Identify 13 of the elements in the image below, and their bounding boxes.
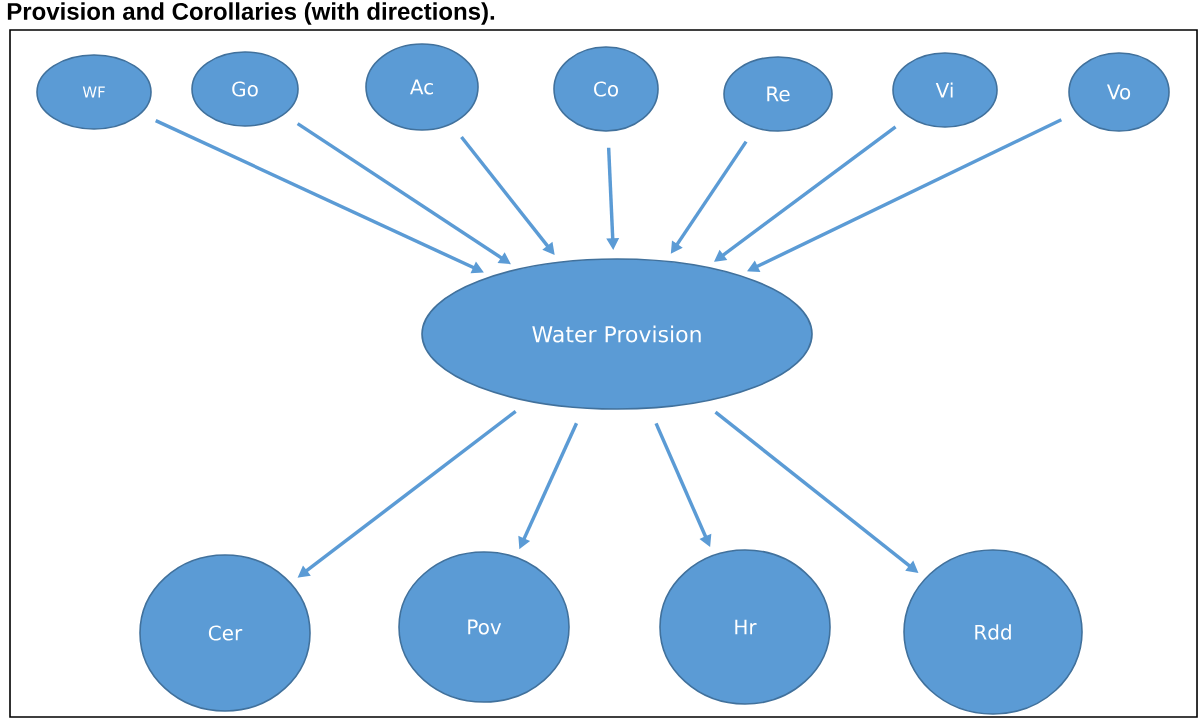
ellipse-node: Hr	[659, 549, 831, 705]
ellipse-node: Vo	[1068, 52, 1170, 132]
ellipse-node: Co	[553, 46, 659, 132]
ellipse-node: Cer	[139, 554, 311, 712]
ellipse-node: Rdd	[903, 549, 1083, 715]
ellipse-node: Re	[723, 56, 833, 132]
ellipse-node: Pov	[398, 551, 570, 703]
ellipse-node: Vi	[892, 52, 998, 128]
ellipse-node: Ac	[365, 43, 479, 131]
ellipse-node: Water Provision	[421, 258, 813, 410]
title: Provision and Corollaries (with directions).	[7, 2, 495, 25]
ellipse-node: Go	[191, 51, 299, 127]
ellipse-node: WF	[36, 54, 152, 130]
